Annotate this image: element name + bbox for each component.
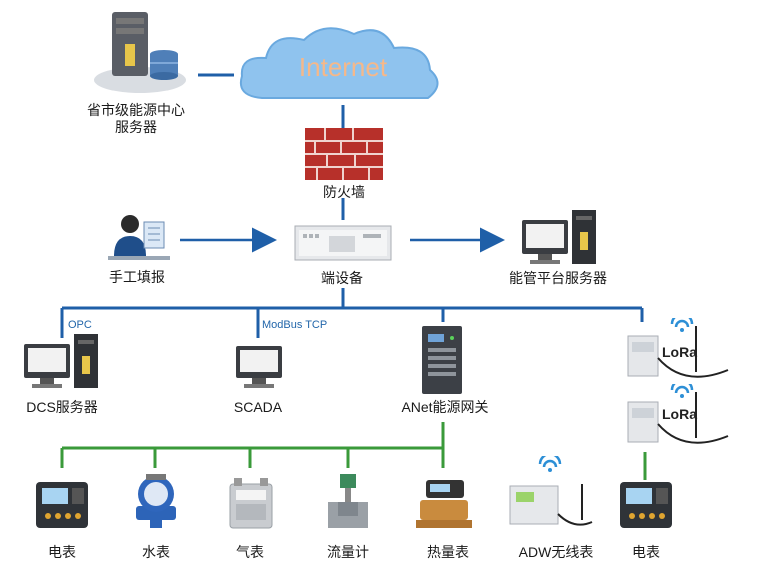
modbus-protocol-label: ModBus TCP: [262, 319, 328, 331]
dcs-server-label: DCS服务器: [26, 399, 98, 415]
lora-label-2: LoRa: [662, 406, 697, 422]
provincial-server-icon: [94, 12, 186, 93]
edge-device-icon: [294, 225, 392, 261]
lora-device-2-icon: [627, 384, 729, 444]
adw-wireless-meter-label: ADW无线表: [518, 544, 594, 560]
anet-gateway-label: ANet能源网关: [401, 399, 489, 415]
dcs-server-icon: [24, 334, 98, 388]
internet-cloud-icon: [240, 27, 439, 99]
scada-label: SCADA: [233, 399, 283, 415]
scada-monitor-icon: [236, 346, 282, 388]
electric-meter-1-icon: [36, 482, 88, 528]
manual-report-label: 手工填报: [109, 269, 165, 285]
edge-device-label: 端设备: [321, 270, 363, 286]
electric-meter-2-icon: [620, 482, 672, 528]
electric-meter-2-label: 电表: [632, 544, 660, 560]
anet-gateway-icon: [422, 326, 462, 394]
platform-server-icon: [522, 210, 596, 264]
flow-meter-icon: [328, 474, 368, 528]
internet-label: Internet: [298, 52, 388, 82]
platform-server-label: 能管平台服务器: [509, 270, 607, 286]
heat-meter-label: 热量表: [427, 544, 469, 560]
gas-meter-icon: [229, 478, 273, 529]
lora-device-1-icon: [627, 318, 729, 378]
lora-label-1: LoRa: [662, 344, 697, 360]
heat-meter-icon: [416, 480, 472, 528]
gas-meter-label: 气表: [236, 544, 264, 560]
adw-wireless-meter-icon: [509, 456, 593, 526]
firewall-label: 防火墙: [323, 184, 365, 200]
electric-meter-1-label: 电表: [48, 544, 76, 560]
opc-protocol-label: OPC: [68, 319, 92, 331]
water-meter-label: 水表: [142, 544, 170, 560]
flow-meter-label: 流量计: [327, 544, 369, 560]
firewall-icon: [305, 128, 383, 180]
manual-report-person-icon: [108, 215, 170, 260]
water-meter-icon: [136, 474, 176, 528]
provincial-server-label: 省市级能源中心服务器: [87, 102, 185, 135]
